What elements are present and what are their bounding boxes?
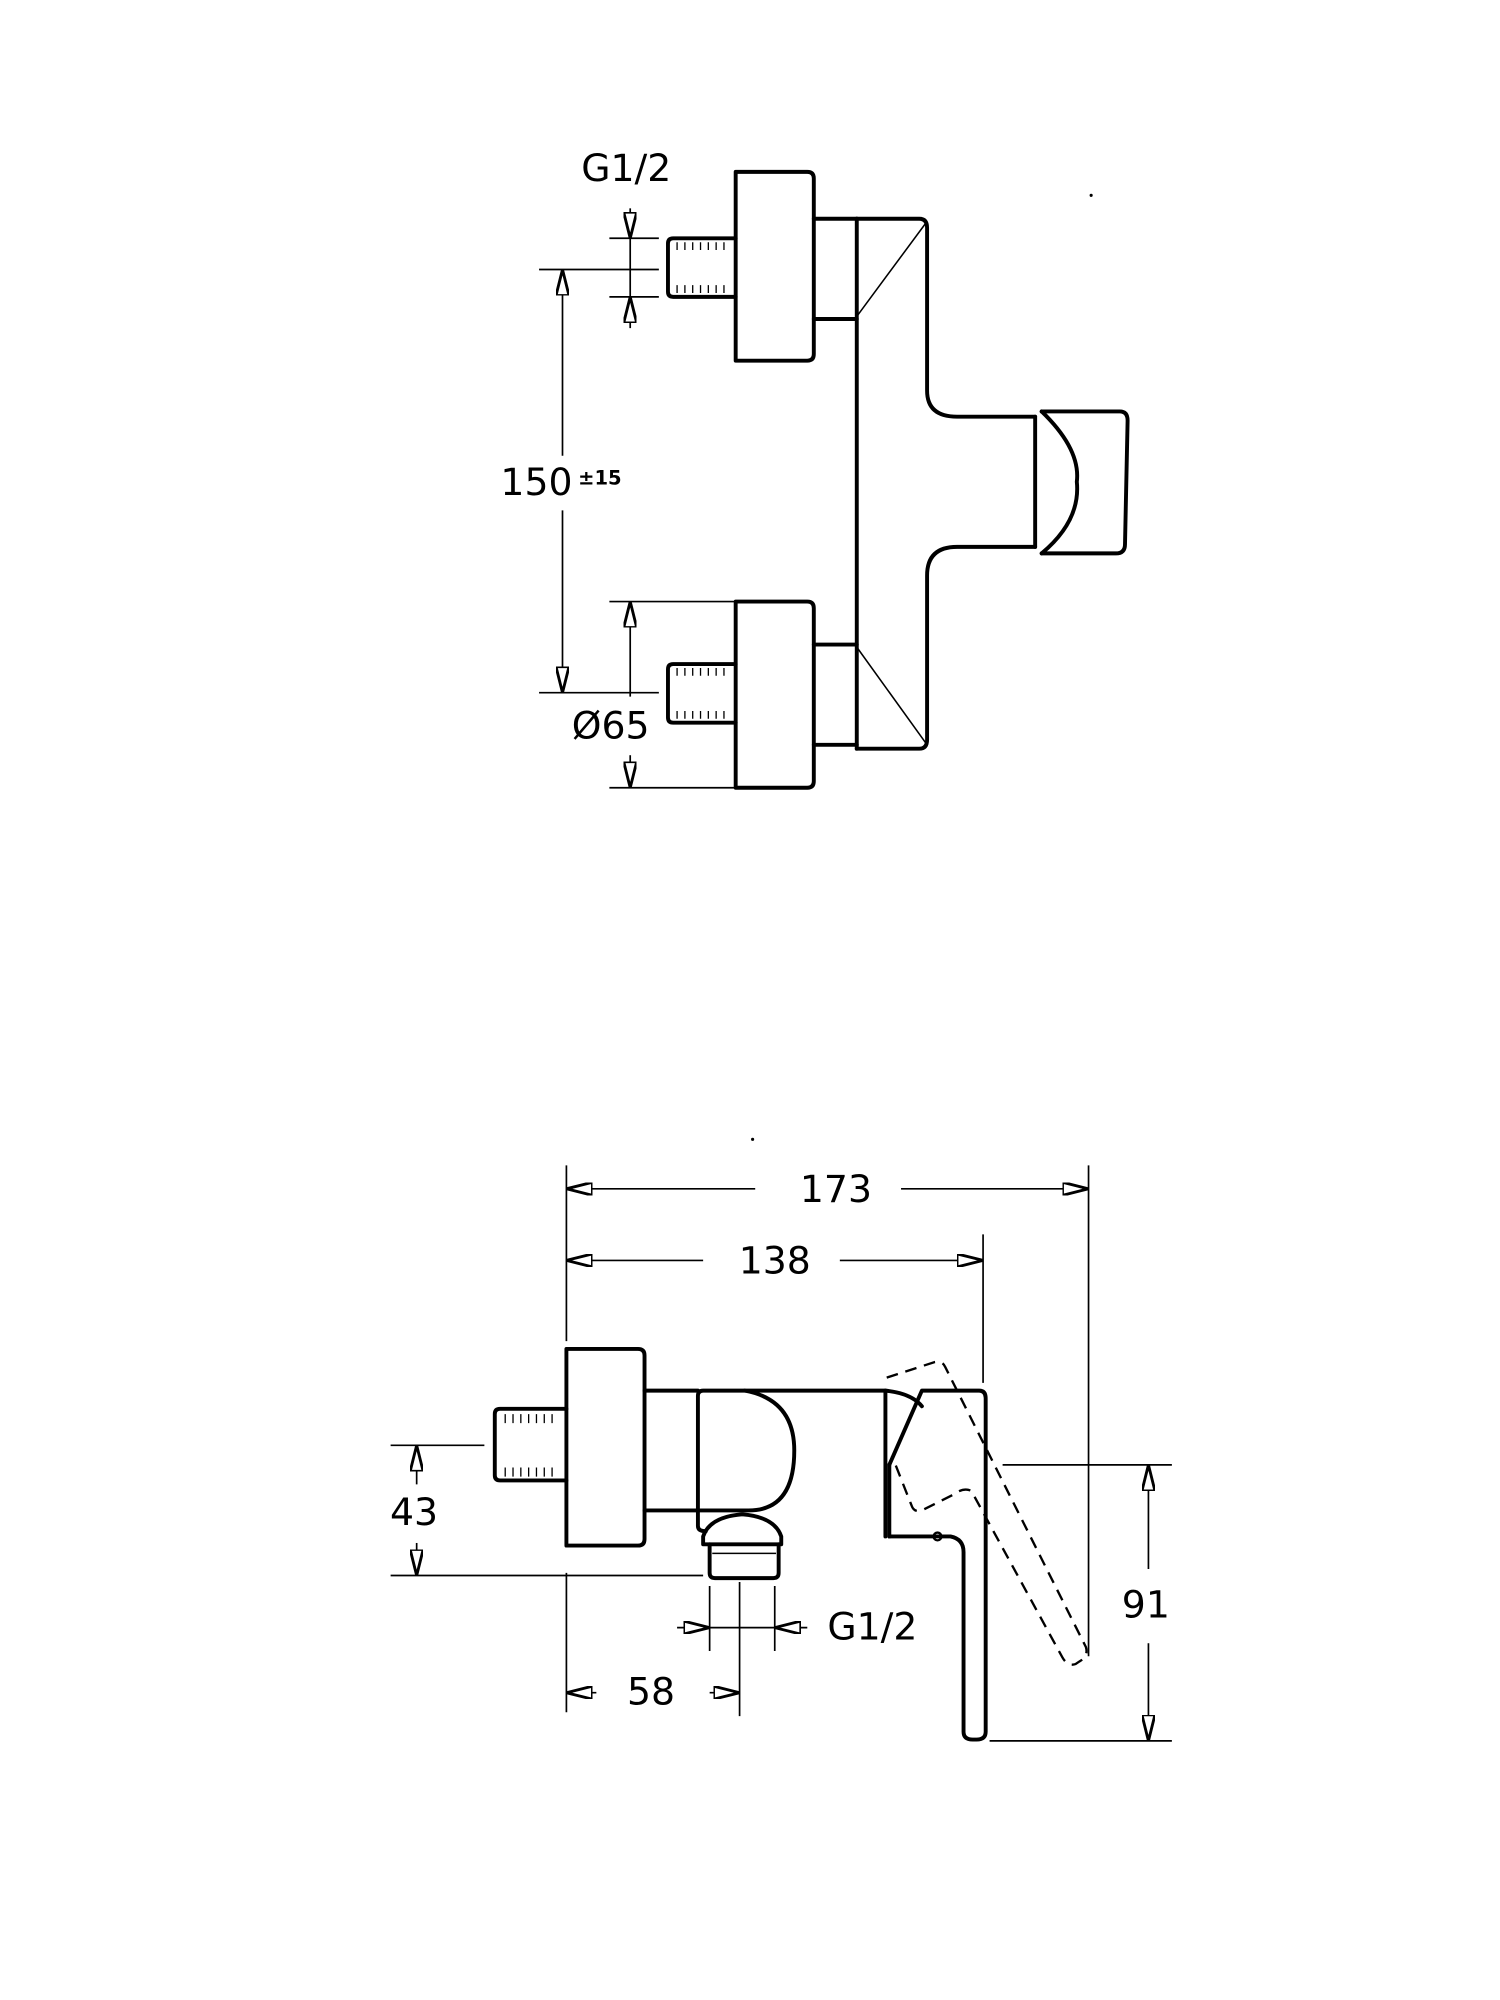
dimension-outlet-thread: G1/2 xyxy=(677,1582,917,1717)
dimension-label-outlet-thread: G1/2 xyxy=(827,1604,917,1648)
dimension-center-distance: 150 ±15 xyxy=(500,268,659,694)
upper-inlet xyxy=(666,169,859,363)
dimension-label-138: 138 xyxy=(739,1239,811,1283)
shower-outlet-knob xyxy=(1033,409,1130,556)
top-view: G1/2 150 ±15 Ø65 xyxy=(500,146,1130,790)
dimension-label-91: 91 xyxy=(1122,1582,1170,1626)
dimension-overall-depth: 173 xyxy=(565,1165,1090,1657)
dimension-flange-diameter: Ø65 xyxy=(572,600,736,789)
thread-marks xyxy=(676,242,725,293)
dimension-label-center-distance: 150 xyxy=(500,460,572,504)
dimension-g12-top: G1/2 xyxy=(581,146,671,329)
lever-alternate-position xyxy=(886,1360,1088,1666)
thread-marks xyxy=(676,667,725,719)
thread-marks xyxy=(504,1414,553,1477)
speck xyxy=(1089,193,1093,197)
dimension-label-43: 43 xyxy=(390,1490,438,1534)
dimension-label-diameter: Ø65 xyxy=(572,703,650,747)
dimension-label-tolerance: ±15 xyxy=(578,467,622,490)
dimension-outlet-offset: 58 xyxy=(566,1670,740,1714)
mixer-body xyxy=(854,216,1038,751)
wall-flange xyxy=(492,1347,700,1548)
dimension-handle-depth: 138 xyxy=(566,1234,984,1383)
mixer-body-side xyxy=(695,1388,924,1539)
lower-inlet xyxy=(666,599,859,790)
dimension-label-58: 58 xyxy=(627,1670,675,1714)
shower-outlet xyxy=(701,1512,784,1581)
dimension-label-173: 173 xyxy=(800,1167,872,1211)
dimension-label-thread: G1/2 xyxy=(581,146,671,190)
lever-handle xyxy=(886,1360,1088,1742)
side-view: 173 138 43 G1/2 58 91 xyxy=(390,1137,1172,1742)
dimension-handle-height: 91 xyxy=(989,1463,1172,1742)
speck xyxy=(751,1137,755,1141)
pivot-marker xyxy=(932,1531,943,1542)
